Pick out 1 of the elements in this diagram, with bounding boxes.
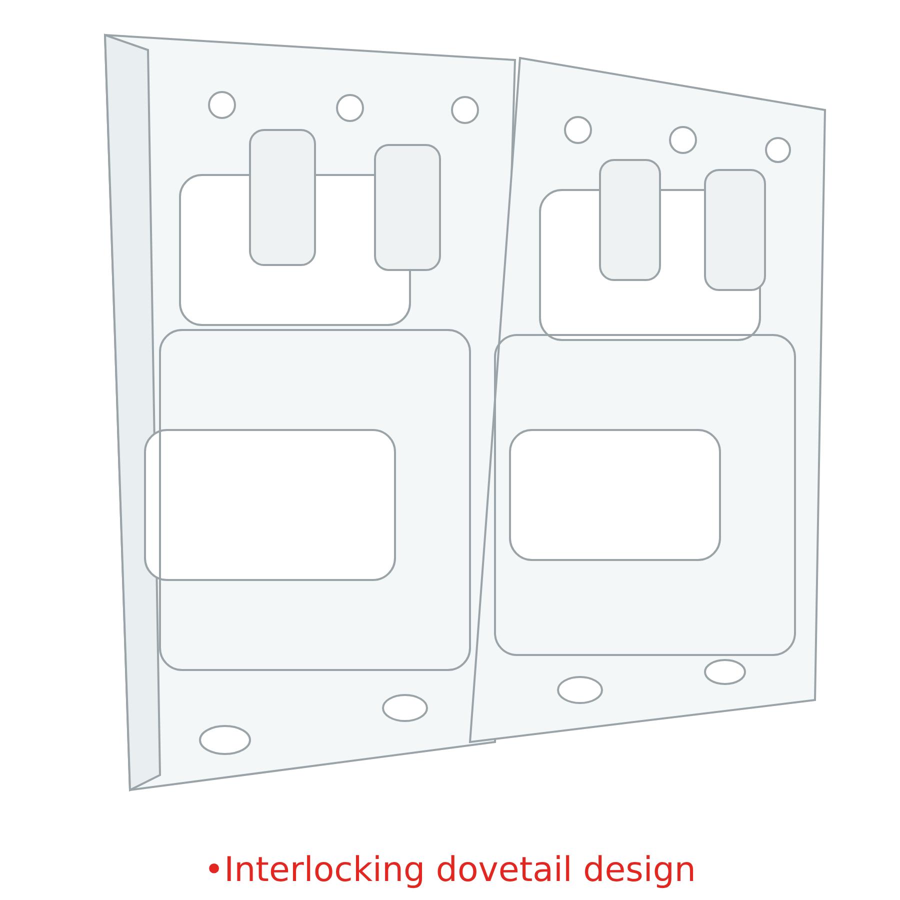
caption: •Interlocking dovetail design bbox=[204, 850, 696, 890]
